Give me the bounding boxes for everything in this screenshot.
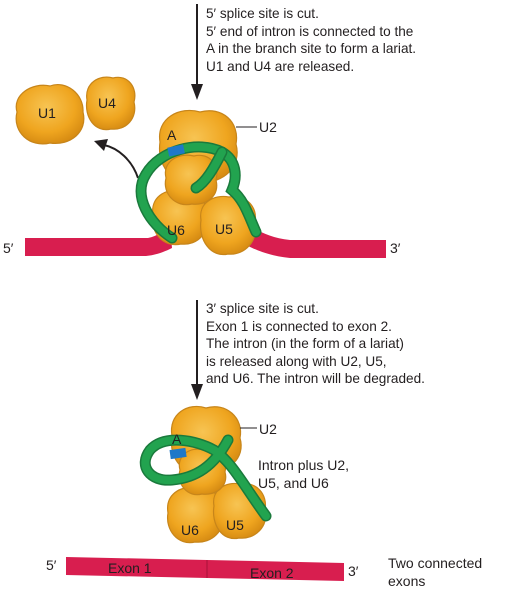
exon2-strand-step1 [248, 226, 386, 258]
exon1-bar [66, 557, 207, 578]
five-prime-label-step2: 5′ [46, 557, 57, 573]
step2-caption-line: 3′ splice site is cut. [206, 301, 319, 316]
branch-site-a-step2 [169, 447, 187, 460]
u1-label: U1 [38, 105, 56, 121]
result-note-line: Two connected [388, 555, 483, 571]
step1-caption-line: A in the branch site to form a lariat. [206, 41, 417, 56]
step2-caption: 3′ splice site is cut. Exon 1 is connect… [206, 300, 425, 388]
step1-caption-line: U1 and U4 are released. [206, 58, 355, 74]
a-label-step1: A [167, 127, 177, 143]
step1-caption-line: 5′ splice site is cut. [206, 6, 319, 21]
step1-caption: 5′ splice site is cut. 5′ end of intron … [206, 5, 416, 75]
u6-label-step2: U6 [181, 522, 199, 538]
exon2-label: Exon 2 [250, 565, 294, 581]
three-prime-label-step1: 3′ [390, 240, 401, 256]
a-label-step2: A [172, 431, 182, 447]
branch-site-a-step1 [167, 144, 185, 157]
release-arrow [103, 144, 139, 179]
step1-down-arrowhead [191, 84, 203, 100]
step1-caption-line: 5′ end of intron is connected to the [206, 23, 414, 39]
exon1-label: Exon 1 [108, 560, 152, 576]
intron-note-line: Intron plus U2, [258, 457, 350, 473]
u6-label-step1: U6 [167, 222, 185, 238]
step2-caption-line: and U6. The intron will be degraded. [206, 371, 425, 386]
u2-label-step1: U2 [259, 119, 277, 135]
release-arrowhead [94, 139, 108, 151]
u5-label-step1: U5 [215, 221, 233, 237]
u4-snrnp [85, 76, 136, 131]
step2-down-arrowhead [191, 384, 203, 400]
step2-caption-line: is released along with U2, U5, [206, 353, 387, 369]
exon2-bar [207, 560, 344, 581]
u4-label: U4 [98, 95, 116, 111]
u2-center-lobe-step1 [164, 154, 218, 206]
three-prime-label-step2: 3′ [348, 563, 359, 579]
result-note-line: exons [388, 572, 426, 589]
u1-snrnp [15, 84, 85, 145]
exon1-strand-step1 [25, 226, 172, 256]
intron-note: Intron plus U2, U5, and U6 [258, 457, 349, 492]
five-prime-label-step1: 5′ [3, 240, 14, 256]
result-note: Two connected exons [388, 555, 482, 590]
intron-note-line: U5, and U6 [258, 474, 329, 491]
step2-caption-line: The intron (in the form of a lariat) [206, 336, 404, 351]
step2-caption-line: Exon 1 is connected to exon 2. [206, 318, 392, 334]
u5-label-step2: U5 [226, 517, 244, 533]
u2-label-step2: U2 [259, 421, 277, 437]
